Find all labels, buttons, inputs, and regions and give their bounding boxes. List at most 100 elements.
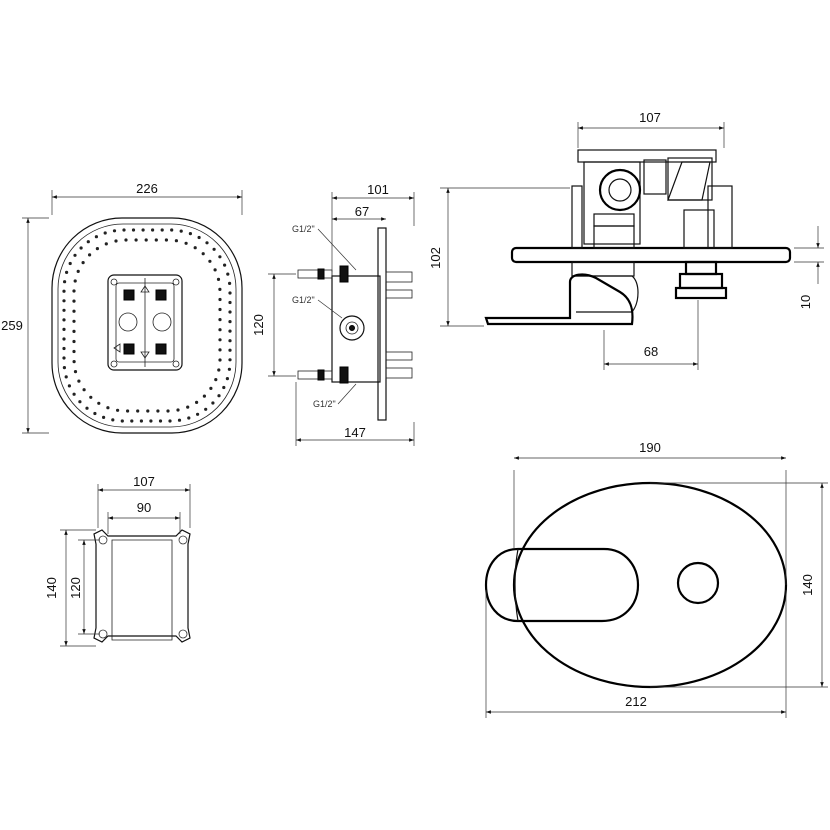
plate-dot bbox=[65, 270, 69, 274]
plate-dot bbox=[144, 238, 148, 242]
plate-dot bbox=[228, 348, 232, 352]
plate-dot bbox=[213, 268, 217, 272]
plate-dot bbox=[218, 255, 222, 259]
plate-dot bbox=[72, 360, 76, 364]
front-plate-inner-outline bbox=[57, 223, 237, 428]
plate-dot bbox=[218, 338, 222, 342]
plate-dot bbox=[67, 384, 71, 388]
plate-dot bbox=[116, 408, 120, 412]
thread-label-top: G1/2" bbox=[292, 224, 315, 234]
thread-label-mid: G1/2" bbox=[292, 295, 315, 305]
plate-dot bbox=[85, 406, 89, 410]
plate-dot bbox=[186, 405, 190, 409]
plate-dot bbox=[188, 232, 192, 236]
plate-dot bbox=[187, 416, 191, 420]
cover-bottom-width-label: 212 bbox=[625, 694, 647, 709]
plate-dot bbox=[72, 299, 76, 303]
plate-dot bbox=[160, 228, 164, 232]
cover-front-view: 190 212 140 bbox=[484, 440, 828, 718]
plate-dot bbox=[216, 277, 221, 281]
plate-dot bbox=[228, 339, 232, 343]
plate-dot bbox=[73, 370, 78, 374]
plate-dot bbox=[62, 356, 66, 360]
plate-dot bbox=[218, 287, 222, 291]
plate-dot bbox=[89, 395, 93, 399]
box-depth-label: 101 bbox=[367, 182, 389, 197]
plate-dot bbox=[201, 252, 205, 256]
plate-dot bbox=[62, 308, 66, 312]
cover-top-width-label: 190 bbox=[639, 440, 661, 455]
plate-dot bbox=[62, 318, 66, 322]
plate-dot bbox=[72, 392, 76, 396]
plate-dot bbox=[62, 337, 66, 341]
plate-dot bbox=[68, 261, 72, 266]
plate-dot bbox=[218, 307, 222, 312]
plate-dot bbox=[72, 349, 76, 354]
plate-dot bbox=[218, 297, 222, 302]
plate-dot bbox=[228, 291, 232, 295]
plate-dot bbox=[124, 238, 128, 242]
valve-body-center bbox=[107, 274, 183, 371]
plate-dot bbox=[72, 289, 76, 293]
plate-dot bbox=[93, 411, 97, 416]
plate-dot bbox=[228, 310, 232, 314]
plate-dot bbox=[62, 289, 66, 293]
plate-dot bbox=[79, 246, 83, 250]
plate-dot bbox=[139, 419, 143, 423]
plate-dot bbox=[82, 388, 86, 392]
plate-dot bbox=[214, 378, 218, 382]
box-spacing-label: 120 bbox=[251, 314, 266, 336]
plate-dot bbox=[149, 419, 153, 423]
plate-dot bbox=[102, 415, 106, 419]
box-mid-label: 67 bbox=[355, 204, 369, 219]
plate-dot bbox=[63, 280, 67, 284]
plate-dot bbox=[176, 408, 180, 412]
plate-dot bbox=[228, 329, 232, 333]
body-height-label: 102 bbox=[428, 247, 443, 269]
front-plate-outline bbox=[51, 217, 243, 434]
plate-dot bbox=[218, 328, 222, 332]
front-plate-dot-ring bbox=[62, 228, 232, 423]
plate-dot bbox=[223, 263, 227, 267]
plate-dot bbox=[78, 400, 82, 404]
plate-dot bbox=[62, 366, 66, 370]
plate-dot bbox=[151, 228, 155, 232]
plate-dot bbox=[94, 235, 98, 239]
plate-dot bbox=[131, 228, 136, 232]
plate-dot bbox=[168, 419, 172, 423]
plate-dot bbox=[62, 299, 66, 303]
plate-dot bbox=[202, 394, 206, 398]
plate-dot bbox=[228, 320, 232, 324]
diverter-knob bbox=[676, 561, 720, 605]
cover-plate-outline bbox=[512, 481, 788, 689]
plate-dot bbox=[134, 238, 138, 242]
front-plate-width-label: 226 bbox=[136, 181, 158, 196]
plate-dot bbox=[222, 385, 226, 390]
plate-dot bbox=[141, 228, 145, 232]
plate-dot bbox=[72, 339, 76, 344]
plate-dot bbox=[73, 279, 77, 283]
plate-dot bbox=[146, 409, 150, 413]
plate-dot bbox=[64, 375, 68, 379]
plate-dot bbox=[76, 269, 80, 273]
plate-dot bbox=[72, 319, 76, 323]
plate-dot bbox=[170, 228, 174, 232]
plate-dot bbox=[228, 300, 232, 305]
plate-dot bbox=[211, 401, 215, 405]
plate-dot bbox=[196, 412, 200, 416]
plate-dot bbox=[164, 238, 168, 242]
plate-dot bbox=[195, 400, 199, 404]
plate-dot bbox=[77, 379, 81, 383]
cover-height-label: 140 bbox=[800, 574, 815, 596]
plate-dot bbox=[209, 386, 213, 390]
plate-dot bbox=[122, 228, 126, 232]
plate-dot bbox=[228, 281, 232, 285]
plate-dot bbox=[179, 229, 183, 233]
plate-dot bbox=[112, 229, 117, 233]
plate-dot bbox=[174, 239, 178, 243]
body-side-view: 107 102 68 10 bbox=[428, 110, 824, 370]
plate-dot bbox=[218, 318, 222, 322]
plate-dot bbox=[227, 367, 231, 371]
bracket-outer-width-label: 107 bbox=[133, 474, 155, 489]
plate-dot bbox=[217, 394, 221, 398]
